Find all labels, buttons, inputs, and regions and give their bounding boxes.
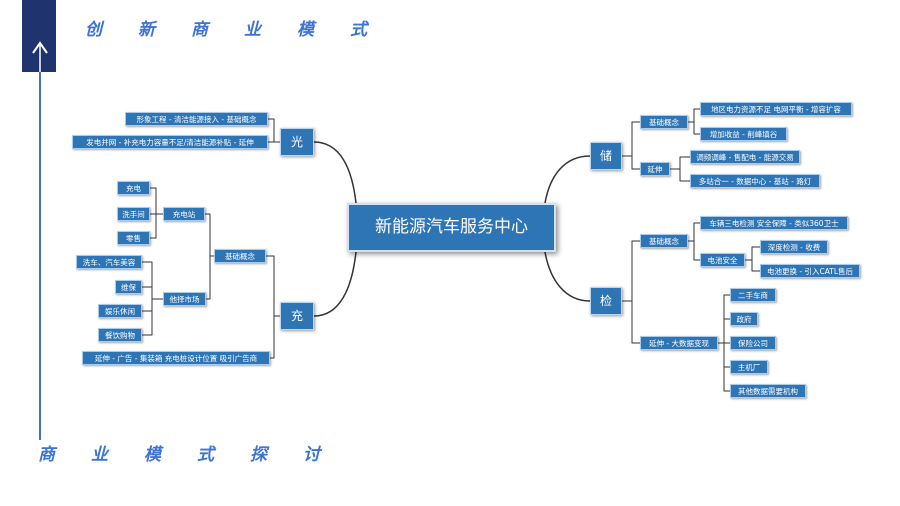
chu-extension-item-node: 多站合一 - 数据中心 - 基站 - 路灯 [690,174,820,188]
branch-node-chu: 储 [590,142,622,170]
branch-node-chong: 充 [280,302,314,330]
battery-item-node: 电池更换 - 引入CATL售后 [760,264,860,278]
data-buyer-node: 主机厂 [730,360,768,374]
jian-extension-node: 延伸 - 大数据变现 [640,336,718,350]
main-branch-curves [313,141,591,317]
station-item-node: 零售 [117,231,150,245]
jian-basic-item-node: 车辆三电检测 安全保障 - 类似360卫士 [700,216,848,230]
chong-station-node: 充电站 [163,207,205,221]
data-buyer-node: 其他数据需要机构 [730,384,806,398]
sub-branch-brackets [142,108,760,392]
data-buyer-node: 保险公司 [730,336,776,350]
jian-basic-node: 基础概念 [640,234,688,248]
chu-basic-item-node: 增加收益 - 削峰填谷 [700,127,787,141]
battery-item-node: 深度检测 - 收费 [760,240,828,254]
chong-extension-node: 延伸 - 广告 - 集装箱 充电桩设计位置 吸引广告商 [82,351,270,365]
data-buyer-node: 二手车商 [730,288,776,302]
battery-safety-node: 电池安全 [700,253,745,267]
guang-item-node: 形象工程 - 清洁能源接入 - 基础概念 [125,112,268,126]
branch-node-guang: 光 [280,128,314,156]
chu-extension-node: 延伸 [640,162,670,176]
mindmap-center-node: 新能源汽车服务中心 [347,203,556,252]
section-subtitle: 商业模式探讨 [38,445,356,465]
page-title: 创新商业模式 [85,20,403,40]
chong-market-node: 他择市场 [163,292,206,306]
branch-node-jian: 检 [590,287,622,315]
corner-bookmark-decoration [22,0,56,72]
market-item-node: 洗车、汽车美容 [76,255,142,269]
chu-extension-item-node: 调频调峰 - 售配电 - 能源交易 [690,150,800,164]
chu-basic-node: 基础概念 [640,115,688,129]
market-item-node: 餐饮购物 [98,328,142,342]
market-item-node: 维保 [115,280,142,294]
guang-item-node: 发电并网 - 补充电力容量不足/清洁能源补贴 - 延伸 [72,135,268,149]
chong-basic-node: 基础概念 [214,249,266,263]
station-item-node: 充电 [117,181,150,195]
market-item-node: 娱乐休闲 [98,304,142,318]
station-item-node: 洗手间 [117,207,150,221]
chu-basic-item-node: 地区电力资源不足 电网平衡 - 增容扩容 [700,102,852,116]
data-buyer-node: 政府 [730,312,758,326]
